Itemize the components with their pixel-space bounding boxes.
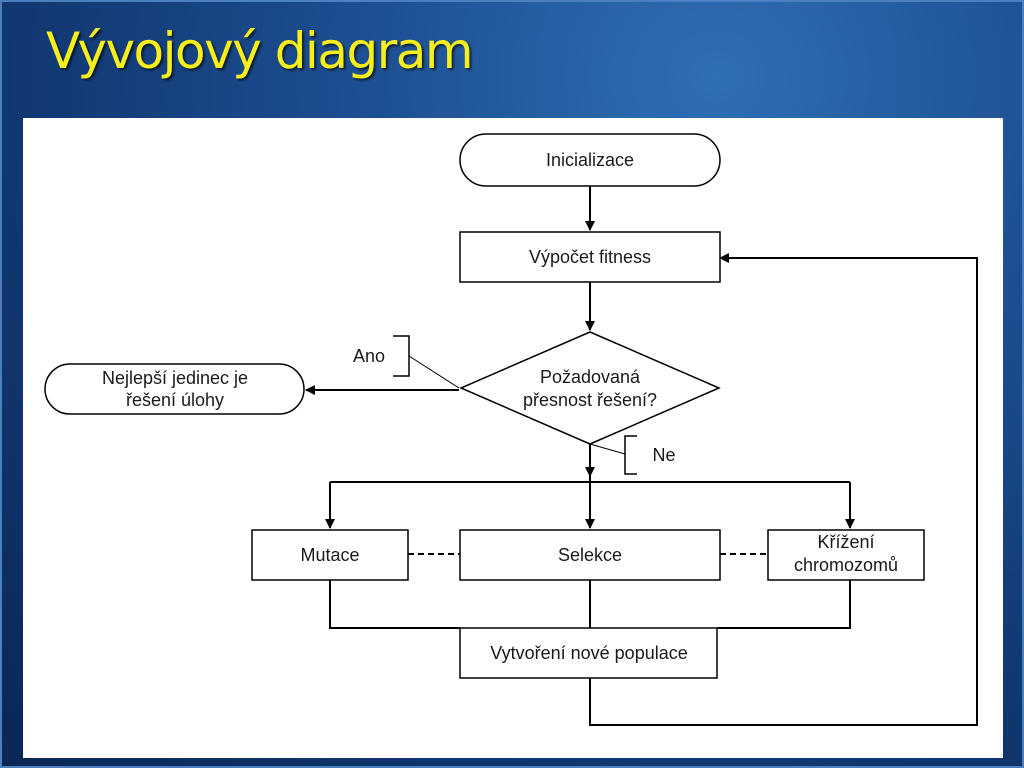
connectors bbox=[305, 186, 978, 726]
branch-yes-bracket bbox=[393, 335, 410, 377]
decision-label-line-1: Požadovaná bbox=[540, 367, 641, 387]
result-label-line-1: Nejlepší jedinec je bbox=[102, 368, 248, 388]
fitness-box bbox=[459, 231, 721, 283]
branch-no-leader bbox=[589, 443, 626, 455]
decision-diamond bbox=[459, 331, 721, 445]
flowchart: Inicializace Výpočet fitness Požadovaná … bbox=[44, 133, 978, 726]
decision-label-line-2: přesnost řešení? bbox=[523, 390, 657, 410]
labels: Inicializace Výpočet fitness Požadovaná … bbox=[102, 150, 898, 663]
new-population-box bbox=[459, 627, 718, 679]
branch-yes-label: Ano bbox=[353, 346, 385, 366]
shapes bbox=[44, 133, 925, 679]
line-crossover-to-merge bbox=[717, 580, 851, 629]
flowchart-panel: Inicializace Výpočet fitness Požadovaná … bbox=[23, 118, 1003, 758]
slide-title: Vývojový diagram bbox=[46, 22, 474, 80]
new-population-label: Vytvoření nové populace bbox=[490, 643, 687, 663]
branch-no-bracket bbox=[624, 435, 637, 475]
result-label-line-2: řešení úlohy bbox=[126, 390, 224, 410]
mutation-box bbox=[251, 529, 409, 581]
mutation-label: Mutace bbox=[300, 545, 359, 565]
crossover-box bbox=[767, 529, 925, 581]
line-mutation-to-merge bbox=[329, 580, 460, 629]
start-label: Inicializace bbox=[546, 150, 634, 170]
crossover-label-line-2: chromozomů bbox=[794, 555, 898, 575]
selection-box bbox=[459, 529, 721, 581]
arrow-loop-back-to-fitness bbox=[589, 253, 978, 726]
crossover-label-line-1: Křížení bbox=[817, 532, 874, 552]
branch-yes-leader bbox=[408, 355, 460, 389]
fitness-label: Výpočet fitness bbox=[529, 247, 651, 267]
start-terminal bbox=[459, 133, 721, 187]
selection-label: Selekce bbox=[558, 545, 622, 565]
result-terminal bbox=[44, 363, 305, 415]
branch-no-label: Ne bbox=[652, 445, 675, 465]
